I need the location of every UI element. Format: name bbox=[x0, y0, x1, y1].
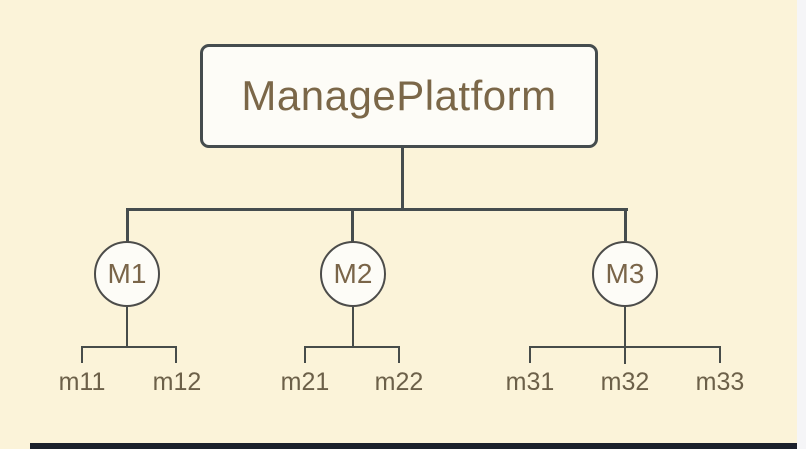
node-m1: M1 bbox=[94, 241, 160, 307]
connector-m2-sub-bar bbox=[304, 346, 400, 348]
connector-tick-m33 bbox=[719, 346, 721, 363]
node-m2-label: M2 bbox=[333, 258, 373, 289]
connector-drop-m1 bbox=[126, 208, 129, 242]
connector-tick-m31 bbox=[529, 346, 531, 363]
leaf-m33: m33 bbox=[695, 368, 745, 396]
connector-main-horizontal bbox=[126, 208, 628, 211]
leaf-m12: m12 bbox=[152, 368, 202, 396]
node-m2: M2 bbox=[320, 241, 386, 307]
root-node-manageplatform: ManagePlatform bbox=[200, 44, 598, 148]
node-m3-label: M3 bbox=[605, 258, 645, 289]
leaf-m22: m22 bbox=[374, 368, 424, 396]
leaf-m21: m21 bbox=[280, 368, 330, 396]
connector-m2-sub-drop bbox=[352, 307, 354, 347]
leaf-m31: m31 bbox=[505, 368, 555, 396]
leaf-m11: m11 bbox=[58, 368, 106, 396]
connector-tick-m21 bbox=[304, 346, 306, 363]
connector-m1-sub-bar bbox=[81, 346, 177, 348]
connector-drop-m2 bbox=[351, 208, 354, 242]
connector-m3-sub-bar bbox=[529, 346, 721, 348]
connector-m1-sub-drop bbox=[126, 307, 128, 347]
connector-tick-m22 bbox=[398, 346, 400, 363]
connector-m3-sub-drop bbox=[624, 307, 626, 364]
node-m1-label: M1 bbox=[107, 258, 147, 289]
connector-root-drop bbox=[401, 148, 404, 211]
bottom-dark-bar bbox=[30, 443, 797, 449]
connector-drop-m3 bbox=[624, 208, 627, 242]
leaf-m32: m32 bbox=[600, 368, 650, 396]
connector-tick-m11 bbox=[81, 346, 83, 363]
right-edge-strip bbox=[797, 0, 806, 449]
root-node-label: ManagePlatform bbox=[241, 72, 557, 119]
node-m3: M3 bbox=[592, 241, 658, 307]
connector-tick-m12 bbox=[175, 346, 177, 363]
